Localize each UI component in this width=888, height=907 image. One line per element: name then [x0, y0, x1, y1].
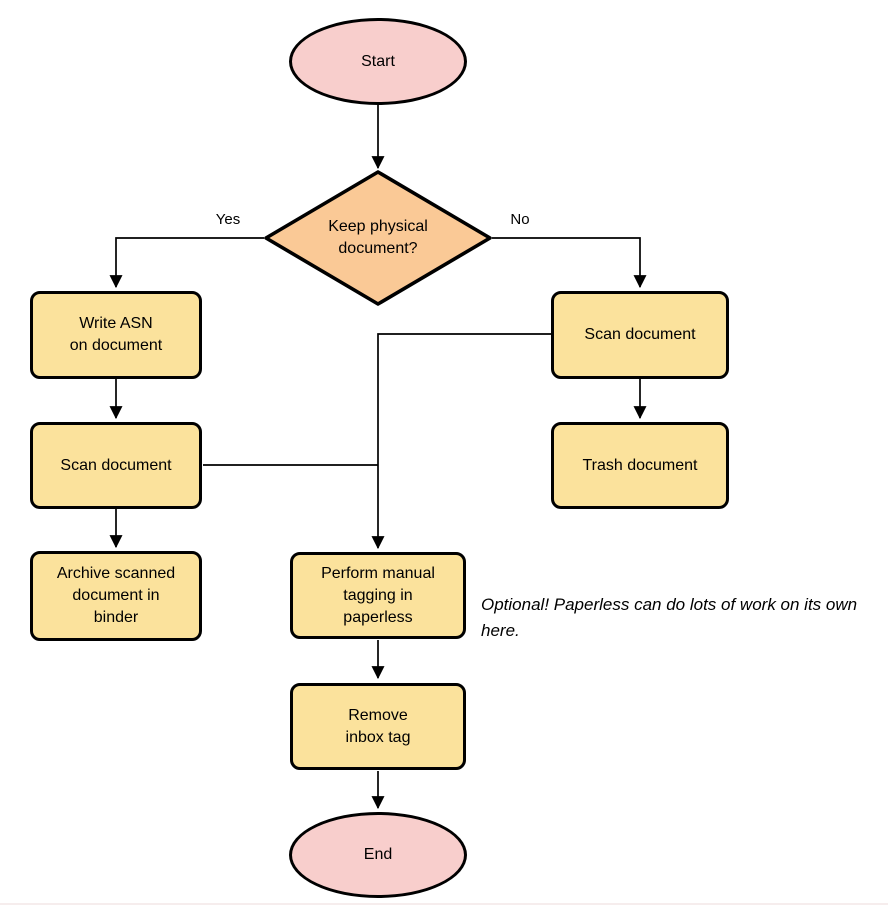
edge-label-yes: Yes: [215, 211, 241, 228]
node-scan-document-right: Scan document: [551, 291, 729, 379]
node-remove-inbox-tag-label: Remove inbox tag: [345, 706, 411, 746]
optional-note: Optional! Paperless can do lots of work …: [481, 595, 858, 640]
node-archive-binder-label: Archive scanned document in binder: [56, 565, 176, 626]
node-start: Start: [289, 18, 467, 105]
node-write-asn: Write ASN on document: [30, 291, 202, 379]
edge-label-no: No: [510, 211, 530, 228]
node-scan-document-left: Scan document: [30, 422, 202, 509]
node-trash-document-label: Trash document: [582, 456, 698, 474]
node-end-label: End: [363, 846, 393, 863]
node-decision-label: Keep physical document?: [328, 218, 428, 257]
bottom-divider: [0, 903, 888, 905]
node-scan-document-right-label: Scan document: [584, 326, 696, 343]
decision-diamond-shape: [264, 170, 492, 306]
edge-scan-right-to-tagging: [371, 333, 551, 550]
node-write-asn-label: Write ASN on document: [69, 315, 163, 354]
edge-decision-no-to-scan-right: [492, 237, 647, 289]
node-start-label: Start: [361, 52, 395, 70]
node-trash-document: Trash document: [551, 422, 729, 509]
node-manual-tagging-label: Perform manual tagging in paperless: [321, 564, 435, 626]
edge-decision-yes-to-write-asn: [109, 237, 264, 289]
node-scan-document-left-label: Scan document: [60, 456, 172, 474]
node-archive-binder: Archive scanned document in binder: [30, 551, 202, 641]
node-manual-tagging: Perform manual tagging in paperless: [290, 552, 466, 639]
node-end: End: [289, 812, 467, 898]
node-remove-inbox-tag: Remove inbox tag: [290, 683, 466, 770]
